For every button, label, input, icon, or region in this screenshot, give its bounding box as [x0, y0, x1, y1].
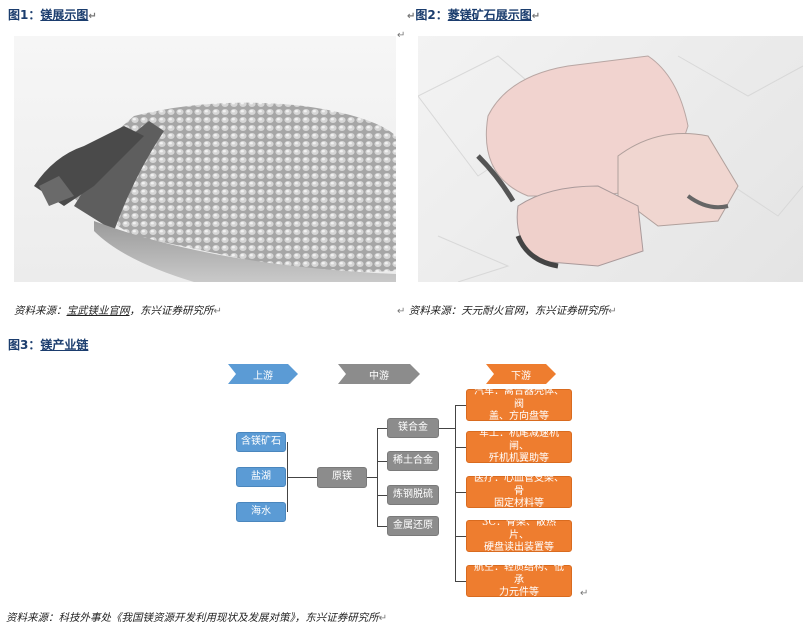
downstream-box-3c: 3C：骨架、散热片、硬盘读出装置等 — [466, 517, 572, 554]
stage-upstream-arrow — [228, 364, 298, 384]
fig2-number: 图2： — [415, 8, 448, 22]
connector — [455, 405, 456, 581]
connector — [439, 428, 455, 429]
source1-suffix: ，东兴证券研究所 — [129, 305, 214, 317]
paragraph-mark: ↵ — [397, 306, 406, 317]
connector — [455, 581, 466, 582]
downstream-line: 硬盘读出装置等 — [484, 542, 554, 554]
paragraph-mark: ↵ — [531, 11, 541, 22]
fig2-title: ↵图2：菱镁矿石展示图↵ — [407, 6, 540, 23]
midstream-box-alloy: 镁合金 — [387, 418, 439, 438]
source2-text: 资料来源：天元耐火官网，东兴证券研究所 — [408, 305, 609, 317]
stage-midstream-arrow — [338, 364, 420, 384]
fig3-number: 图3： — [8, 338, 41, 352]
fig2-title-text: 菱镁矿石展示图 — [447, 8, 532, 22]
source3-text: 资料来源：科技外事处《我国镁资源开发利用现状及发展对策》，东兴证券研究所 — [6, 612, 379, 624]
stage-midstream-label: 中游 — [369, 370, 389, 382]
connector — [455, 536, 466, 537]
downstream-box-medical: 医疗：心血管支架、骨固定材料等 — [466, 473, 572, 510]
downstream-line: 军工：机尾减速机闸、 — [479, 428, 559, 452]
downstream-line: 盖、方向盘等 — [489, 411, 549, 423]
downstream-line: 固定材料等 — [494, 498, 544, 510]
upstream-box-seawater: 海水 — [236, 502, 286, 522]
connector — [455, 447, 466, 448]
midstream-box-desulfurization: 炼钢脱硫 — [387, 485, 439, 505]
downstream-line: 汽车：离合器壳体、阀 — [474, 386, 564, 410]
magnesite-photo — [418, 36, 803, 282]
source-line-1: 资料来源：宝武镁业官网，东兴证券研究所↵ — [14, 303, 222, 318]
connector — [455, 405, 466, 406]
upstream-box-salt-lake: 盐湖 — [236, 467, 286, 487]
fig1-title-text: 镁展示图 — [40, 8, 89, 22]
source1-prefix: 资料来源： — [14, 305, 67, 317]
downstream-line: 歼机机翼助等 — [489, 453, 549, 465]
fig3-title: 图3：镁产业链 — [8, 336, 88, 353]
stage-downstream-arrow — [486, 364, 556, 384]
downstream-box-aviation: 航空：轻质结构、低承力元件等 — [466, 562, 572, 599]
source-line-2: ↵ 资料来源：天元耐火官网，东兴证券研究所↵ — [397, 303, 617, 318]
downstream-line: 医疗：心血管支架、骨 — [474, 473, 564, 497]
paragraph-mark: ↵ — [397, 30, 406, 41]
midstream-box-reduction: 金属还原 — [387, 516, 439, 536]
fig1-number: 图1： — [8, 8, 41, 22]
connector — [367, 477, 377, 478]
fig1-title: 图1：镁展示图↵ — [8, 6, 97, 23]
paragraph-mark: ↵ — [580, 588, 589, 599]
connector — [377, 428, 387, 429]
core-box-primary-magnesium: 原镁 — [317, 467, 367, 488]
paragraph-mark: ↵ — [378, 613, 388, 624]
fig3-title-text: 镁产业链 — [40, 338, 89, 352]
downstream-line: 3C：骨架、散热片、 — [481, 517, 556, 541]
downstream-line: 力元件等 — [499, 587, 539, 599]
connector — [377, 461, 387, 462]
source1-link[interactable]: 宝武镁业官网 — [66, 305, 130, 317]
paragraph-mark: ↵ — [407, 11, 416, 22]
stage-downstream-label: 下游 — [511, 370, 531, 382]
paragraph-mark: ↵ — [213, 306, 222, 317]
connector — [377, 526, 387, 527]
connector — [377, 428, 378, 526]
downstream-line: 航空：轻质结构、低承 — [474, 562, 564, 586]
stage-upstream-label: 上游 — [253, 370, 273, 382]
magnesium-photo — [14, 36, 396, 282]
upstream-box-ore: 含镁矿石 — [236, 432, 286, 452]
midstream-box-rare-earth: 稀土合金 — [387, 451, 439, 471]
source-line-3: 资料来源：科技外事处《我国镁资源开发利用现状及发展对策》，东兴证券研究所↵ — [6, 610, 387, 625]
connector — [287, 477, 317, 478]
paragraph-mark: ↵ — [608, 306, 617, 317]
downstream-box-military: 军工：机尾减速机闸、歼机机翼助等 — [466, 428, 572, 465]
paragraph-mark: ↵ — [88, 11, 97, 22]
connector — [377, 495, 387, 496]
connector — [455, 492, 466, 493]
downstream-box-auto: 汽车：离合器壳体、阀盖、方向盘等 — [466, 386, 572, 423]
